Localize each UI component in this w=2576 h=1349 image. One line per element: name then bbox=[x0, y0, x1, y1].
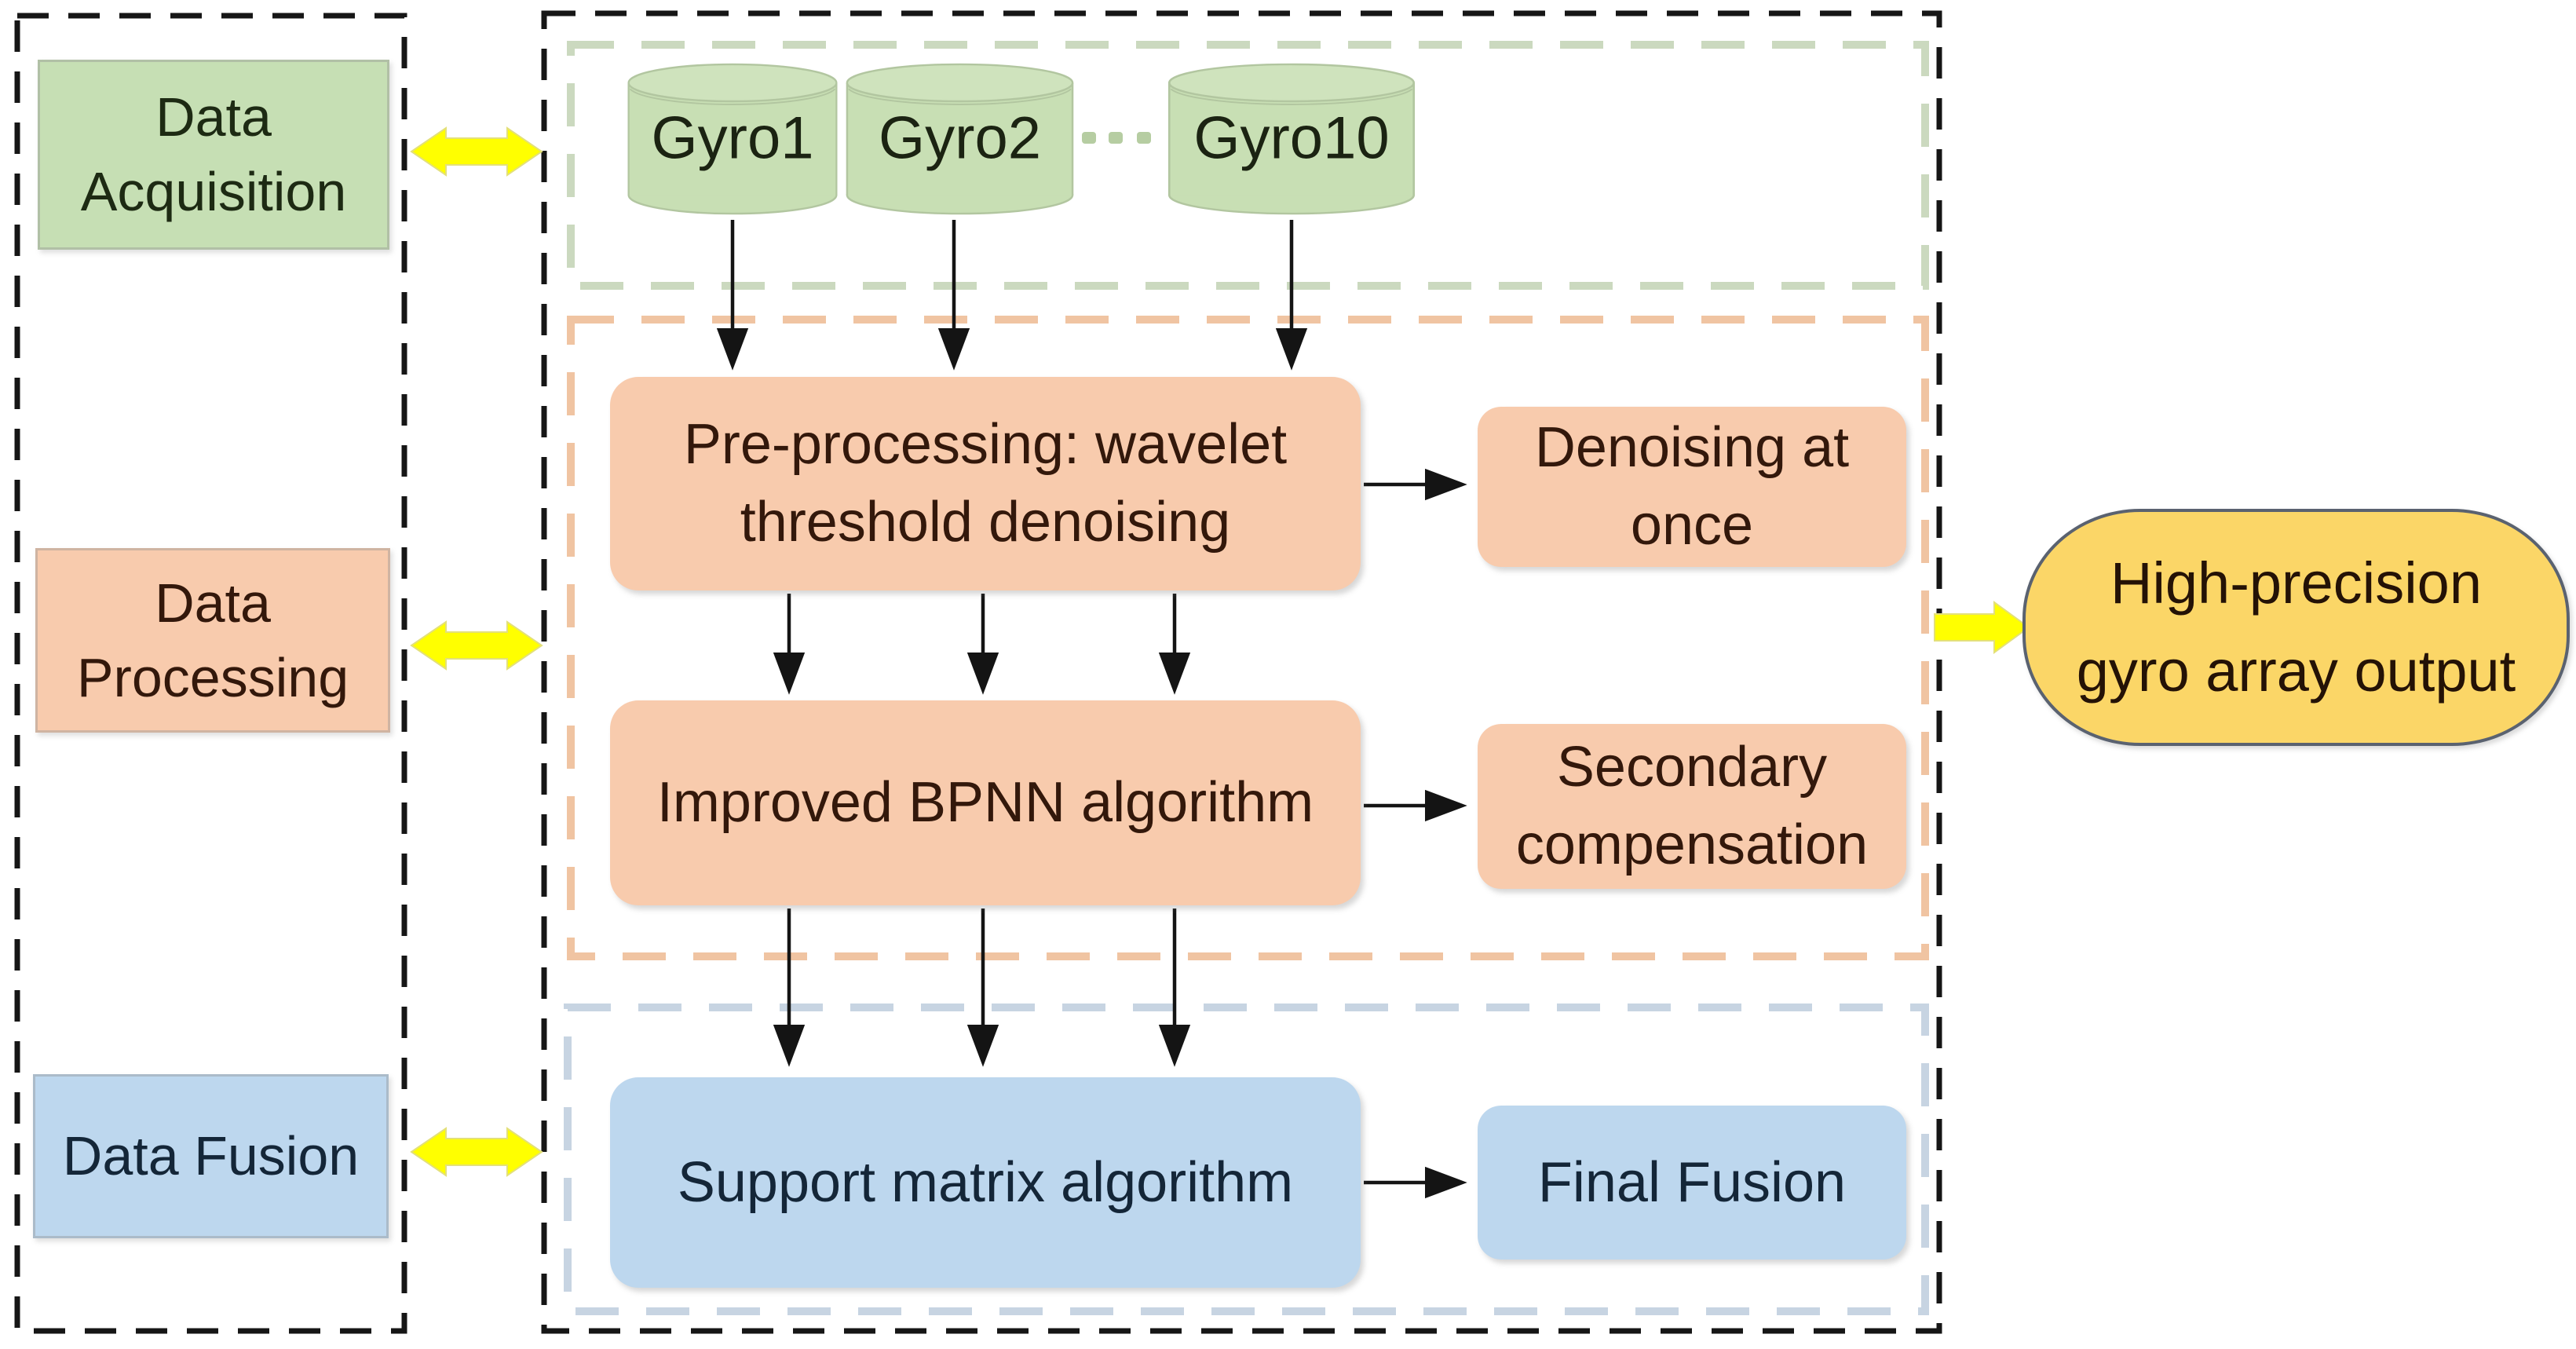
stage-label-line: Acquisition bbox=[80, 161, 347, 222]
processing-group-dashed-border bbox=[567, 316, 1929, 960]
stage-label-data-processing: Data Processing bbox=[35, 548, 390, 733]
main-panel-dashed-border bbox=[541, 10, 1942, 1334]
gyro-ellipsis-dots-icon bbox=[1082, 132, 1151, 144]
stage-label-line: Processing bbox=[76, 646, 349, 708]
bidirectional-arrow-icon bbox=[410, 1127, 543, 1177]
database-cylinder-icon bbox=[846, 63, 1074, 215]
node-label-line: threshold denoising bbox=[740, 491, 1231, 554]
node-label-line: Pre-processing: wavelet bbox=[683, 413, 1288, 476]
flow-arrows-bpnn-to-support bbox=[773, 908, 1191, 1067]
database-cylinder-icon bbox=[627, 63, 838, 215]
node-label-line: Secondary bbox=[1556, 736, 1828, 799]
bpnn-node: Improved BPNN algorithm bbox=[610, 700, 1361, 905]
output-label-line: gyro array output bbox=[2076, 638, 2516, 704]
stage-label-line: Data bbox=[155, 572, 271, 634]
gyro-label: Gyro2 bbox=[879, 104, 1041, 172]
denoising-at-once-node: Denoising at once bbox=[1478, 407, 1906, 567]
gyro-label: Gyro1 bbox=[651, 104, 814, 172]
gyro-label: Gyro10 bbox=[1193, 104, 1390, 172]
gyro10-cylinder: Gyro10 bbox=[1166, 63, 1417, 217]
database-cylinder-icon bbox=[1167, 63, 1416, 215]
flow-arrows-gyros-to-preprocessing bbox=[716, 220, 1308, 371]
support-matrix-node: Support matrix algorithm bbox=[610, 1077, 1361, 1288]
high-precision-output-node: High-precision gyro array output bbox=[2022, 509, 2570, 746]
fusion-group-dashed-border bbox=[564, 1004, 1929, 1315]
gyro1-cylinder: Gyro1 bbox=[626, 63, 839, 217]
bidirectional-arrow-icon bbox=[410, 126, 543, 177]
node-label-line: Support matrix algorithm bbox=[677, 1150, 1294, 1214]
output-arrow-icon bbox=[1934, 601, 2030, 654]
final-fusion-node: Final Fusion bbox=[1478, 1106, 1906, 1259]
node-label-line: once bbox=[1630, 494, 1754, 557]
stage-label-line: Data bbox=[155, 86, 272, 148]
node-label-line: Improved BPNN algorithm bbox=[656, 771, 1314, 834]
node-label-line: Final Fusion bbox=[1537, 1150, 1847, 1214]
bidirectional-arrow-icon bbox=[410, 620, 543, 671]
stage-link-arrows bbox=[410, 126, 543, 1177]
stage-label-data-acquisition: Data Acquisition bbox=[38, 60, 389, 250]
flow-arrows-horizontal bbox=[1364, 468, 1467, 1199]
gyro2-cylinder: Gyro2 bbox=[844, 63, 1076, 217]
acquisition-group-dashed-border bbox=[567, 41, 1929, 290]
flow-arrows-preprocessing-to-bpnn bbox=[773, 594, 1191, 695]
stage-label-data-fusion: Data Fusion bbox=[33, 1074, 389, 1238]
stage-label-line: Data Fusion bbox=[62, 1125, 360, 1186]
output-label-line: High-precision bbox=[2110, 550, 2482, 616]
node-label-line: Denoising at bbox=[1534, 416, 1850, 479]
secondary-compensation-node: Secondary compensation bbox=[1478, 724, 1906, 889]
node-label-line: compensation bbox=[1515, 813, 1869, 876]
preprocessing-node: Pre-processing: wavelet threshold denois… bbox=[610, 377, 1361, 590]
left-panel-dashed-border bbox=[14, 13, 407, 1334]
